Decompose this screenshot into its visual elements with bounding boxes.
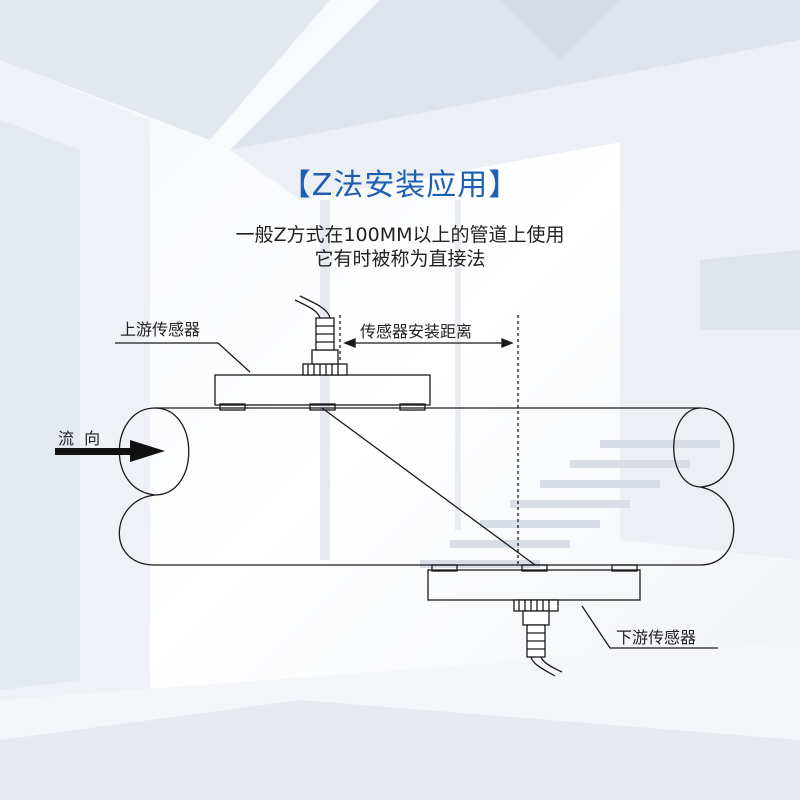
flow-arrow	[55, 440, 165, 462]
description-line-2: 它有时被称为直接法	[314, 248, 486, 270]
upstream-sensor-label: 上游传感器	[120, 320, 201, 339]
flow-direction-label: 流 向	[58, 429, 101, 448]
upstream-leader-line	[115, 342, 251, 373]
description-line-1: 一般Z方式在100MM以上的管道上使用	[235, 224, 565, 246]
sensor-distance-label: 传感器安装距离	[360, 322, 473, 341]
downstream-sensor-label: 下游传感器	[616, 628, 697, 647]
upstream-sensor	[214, 295, 431, 411]
downstream-leader-line	[581, 605, 718, 649]
downstream-sensor	[427, 564, 641, 677]
pipe	[118, 407, 735, 566]
distance-indicator	[339, 315, 519, 565]
diagram-title: 【Z法安装应用】	[280, 168, 520, 203]
signal-path	[321, 407, 536, 566]
